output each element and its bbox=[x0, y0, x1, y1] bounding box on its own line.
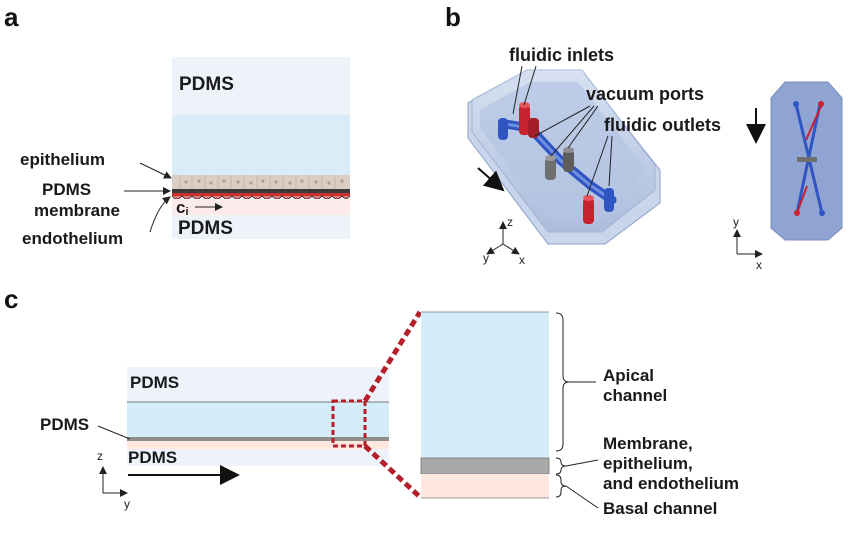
axis-top-x: x bbox=[756, 258, 762, 272]
label-endothelium: endothelium bbox=[22, 229, 123, 248]
zoom-box bbox=[331, 399, 367, 448]
outlets-leader-1 bbox=[586, 135, 609, 197]
brace-membrane bbox=[555, 457, 567, 475]
c-label-pdms-bottom: PDMS bbox=[128, 448, 177, 467]
zoom-basal-channel bbox=[421, 474, 549, 498]
panel-c: c PDMS PDMS PDMS z y bbox=[4, 284, 739, 518]
inlets-leader-1 bbox=[512, 65, 523, 115]
vacuum-leader-1 bbox=[534, 105, 591, 137]
outlets-leader-2 bbox=[608, 135, 613, 187]
c-label-pdms-top: PDMS bbox=[130, 373, 179, 392]
pdms-bottom-layer bbox=[172, 215, 350, 239]
panel-letter-c: c bbox=[4, 284, 18, 314]
c-axis-y: y bbox=[124, 497, 130, 511]
label-vacuum-ports: vacuum ports bbox=[586, 84, 704, 104]
endothelium-cells bbox=[171, 193, 351, 200]
label-membrane-2: epithelium, bbox=[603, 454, 693, 473]
pdms-membrane-layer bbox=[172, 189, 350, 193]
c-membrane bbox=[127, 437, 389, 441]
label-fluidic-inlets: fluidic inlets bbox=[509, 45, 614, 65]
vacuum-leader-3 bbox=[567, 105, 599, 149]
c-pdms-leader bbox=[97, 425, 131, 440]
vacuum-ports bbox=[545, 147, 574, 180]
axis-top-y: y bbox=[733, 215, 739, 229]
epithelium-cells bbox=[172, 175, 350, 189]
label-epithelium: epithelium bbox=[20, 150, 105, 169]
panel-letter-b: b bbox=[445, 2, 461, 32]
c-label-pdms-middle: PDMS bbox=[40, 415, 89, 434]
pdms-top-layer bbox=[172, 57, 350, 115]
c-axes: z y bbox=[97, 449, 130, 511]
axis-3d-y: y bbox=[483, 251, 489, 265]
zoom-apical-channel bbox=[421, 312, 549, 458]
basal-leader bbox=[565, 485, 599, 509]
label-membrane-3: and endothelium bbox=[603, 474, 739, 493]
panel-letter-a: a bbox=[4, 2, 19, 32]
epithelium-leader bbox=[139, 162, 172, 179]
brace-apical bbox=[555, 312, 570, 452]
zoom-membrane bbox=[420, 457, 550, 475]
label-apical-2: channel bbox=[603, 386, 667, 405]
c-basal-channel bbox=[127, 441, 389, 449]
apical-channel-layer bbox=[172, 115, 350, 175]
chip-top-view bbox=[770, 81, 843, 241]
label-pdms-top: PDMS bbox=[179, 74, 234, 95]
axis-3d-x: x bbox=[519, 253, 525, 267]
chip-3d bbox=[467, 69, 661, 245]
c-apical-channel bbox=[127, 402, 389, 437]
endothelium-leader bbox=[149, 196, 171, 233]
axes-top-view: y x bbox=[733, 215, 763, 272]
c-axis-z: z bbox=[97, 449, 103, 463]
label-basal: Basal channel bbox=[603, 499, 717, 518]
label-pdms-bottom: PDMS bbox=[178, 218, 233, 239]
c-pdms-bottom bbox=[127, 449, 389, 466]
zoom-line-bottom bbox=[363, 444, 422, 499]
label-apical-1: Apical bbox=[603, 366, 654, 385]
vacuum-leader-2 bbox=[550, 105, 595, 157]
label-membrane-1: Membrane, bbox=[603, 434, 693, 453]
brace-basal bbox=[555, 474, 567, 498]
label-pdms-membrane-1: PDMS bbox=[42, 180, 91, 199]
label-ci: ci bbox=[176, 198, 189, 218]
label-fluidic-outlets: fluidic outlets bbox=[604, 115, 721, 135]
membrane-c-leader bbox=[565, 459, 599, 467]
label-pdms-membrane-2: membrane bbox=[34, 201, 120, 220]
axes-3d: z x y bbox=[483, 215, 525, 267]
inlets-leader-2 bbox=[523, 65, 537, 106]
flow-arrow-3d bbox=[477, 167, 505, 192]
axis-3d-z: z bbox=[507, 215, 513, 229]
inlet-ports bbox=[519, 102, 594, 224]
zoom-line-top bbox=[362, 310, 423, 403]
panel-b: b bbox=[445, 2, 843, 272]
panel-a: a PDMS PDMS bbox=[4, 2, 351, 248]
c-pdms-top bbox=[127, 367, 389, 402]
